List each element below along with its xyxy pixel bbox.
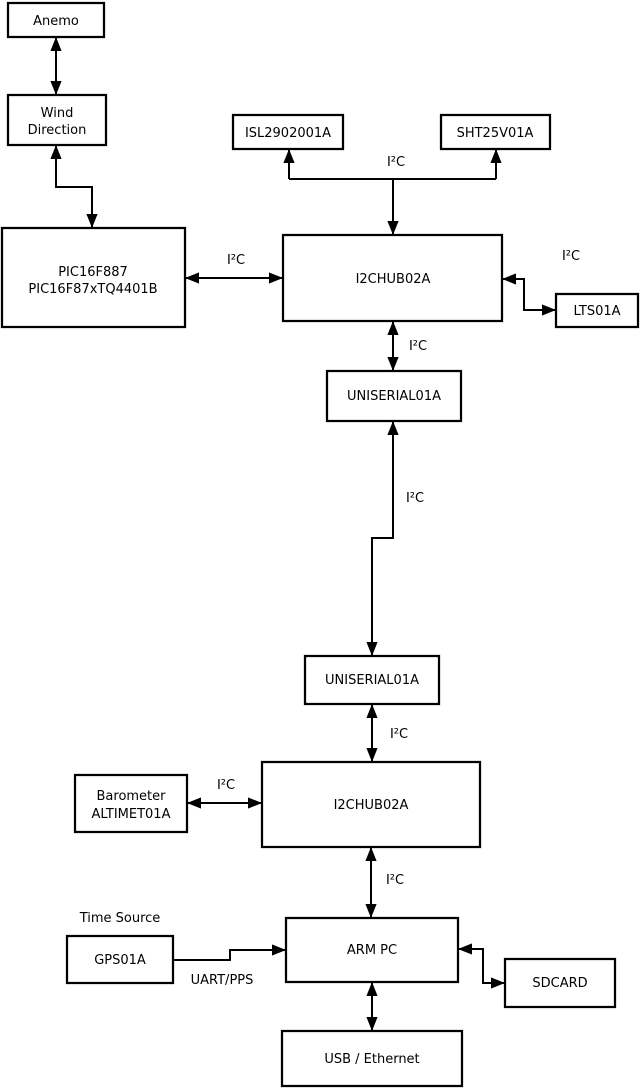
edge-i2chub-top-lts	[502, 273, 556, 316]
node-barometer: Barometer ALTIMET01A	[73, 773, 189, 834]
node-armpc-box	[284, 916, 460, 984]
edge-label-uart-pps: UART/PPS	[191, 973, 254, 988]
edge-wind-direction-pic	[50, 145, 98, 228]
node-pic-label-line1: PIC16F887	[58, 265, 128, 280]
node-i2chub-bottom-box	[260, 760, 482, 849]
node-uniserial-bottom-box	[303, 654, 441, 706]
node-anemo-box	[6, 1, 106, 39]
edge-uniserial-top-uniserial-bottom	[366, 421, 399, 656]
node-i2chub-bottom: I2CHUB02A	[260, 760, 482, 849]
node-gps-box	[65, 934, 175, 985]
edge-gps-armpc	[173, 944, 286, 961]
node-armpc: ARM PC	[284, 916, 460, 984]
edge-label-i2c-uniserial-hub2: I²C	[390, 727, 408, 742]
node-uniserial-bottom-label: UNISERIAL01A	[325, 673, 419, 688]
node-wind-direction: Wind Direction	[6, 93, 108, 147]
edge-label-i2c-hub-lts: I²C	[562, 249, 580, 264]
node-sht-label: SHT25V01A	[457, 126, 534, 141]
node-usb-ethernet-box	[280, 1029, 464, 1088]
node-anemo-label: Anemo	[33, 14, 79, 29]
node-lts: LTS01A	[554, 292, 640, 329]
node-isl: ISL2902001A	[231, 113, 345, 151]
node-uniserial-top: UNISERIAL01A	[325, 369, 463, 423]
node-i2chub-top-box	[281, 233, 504, 323]
node-isl-label: ISL2902001A	[245, 126, 331, 141]
node-armpc-label: ARM PC	[347, 943, 397, 958]
node-i2chub-bottom-label: I2CHUB02A	[334, 798, 409, 813]
node-i2chub-top-label: I2CHUB02A	[356, 272, 431, 287]
node-lts-box	[554, 292, 640, 329]
node-uniserial-bottom: UNISERIAL01A	[303, 654, 441, 706]
edge-label-time-source: Time Source	[79, 911, 161, 926]
node-anemo: Anemo	[6, 1, 106, 39]
node-wind-direction-box	[6, 93, 108, 147]
edge-armpc-sdcard	[458, 943, 505, 989]
node-gps-label: GPS01A	[94, 953, 146, 968]
node-barometer-box	[73, 773, 189, 834]
edge-label-i2c-pic-hub: I²C	[227, 253, 245, 268]
node-sdcard-box	[503, 957, 617, 1009]
node-lts-label: LTS01A	[573, 304, 620, 319]
node-uniserial-top-box	[325, 369, 463, 423]
node-pic-label-line2: PIC16F87xTQ4401B	[28, 282, 157, 297]
node-sht: SHT25V01A	[439, 113, 552, 151]
node-gps: GPS01A	[65, 934, 175, 985]
node-i2chub-top: I2CHUB02A	[281, 233, 504, 323]
edge-label-i2c-uniserial-link: I²C	[406, 491, 424, 506]
edge-label-i2c-barometer-hub2: I²C	[217, 778, 235, 793]
node-usb-ethernet: USB / Ethernet	[280, 1029, 464, 1088]
node-sht-box	[439, 113, 552, 151]
node-sdcard: SDCARD	[503, 957, 617, 1009]
node-pic: PIC16F887 PIC16F87xTQ4401B	[0, 226, 187, 329]
edge-label-i2c-hub2-armpc: I²C	[386, 873, 404, 888]
node-pic-box	[0, 226, 187, 329]
node-barometer-label-line2: ALTIMET01A	[92, 807, 171, 822]
edge-label-i2c-hub-uniserial: I²C	[409, 339, 427, 354]
node-wind-direction-label-line1: Wind	[41, 106, 74, 121]
edge-label-i2c-sensor-branch: I²C	[387, 155, 405, 170]
node-uniserial-top-label: UNISERIAL01A	[347, 389, 441, 404]
node-isl-box	[231, 113, 345, 151]
node-sdcard-label: SDCARD	[532, 976, 587, 991]
node-usb-ethernet-label: USB / Ethernet	[324, 1052, 419, 1067]
node-barometer-label-line1: Barometer	[97, 789, 167, 804]
node-wind-direction-label-line2: Direction	[28, 123, 87, 138]
